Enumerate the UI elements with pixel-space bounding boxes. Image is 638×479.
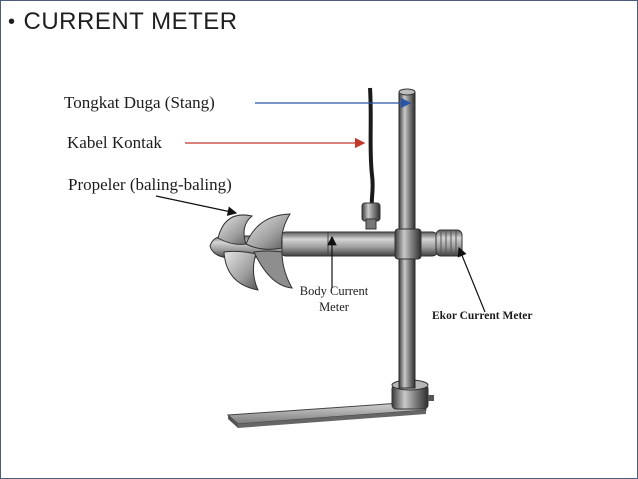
ekor-pointer	[457, 246, 486, 313]
contact-cable	[368, 87, 375, 206]
slide-title: • CURRENT METER	[8, 8, 238, 36]
propeler-pointer	[155, 195, 238, 216]
label-body-line1: Body Current	[299, 284, 369, 298]
label-ekor: Ekor Current Meter	[432, 310, 533, 322]
label-body-line2: Meter	[319, 300, 349, 314]
label-body: Body Current Meter	[289, 283, 379, 315]
title-text: CURRENT METER	[23, 8, 238, 35]
label-kabel: Kabel Kontak	[67, 133, 162, 152]
label-stang: Tongkat Duga (Stang)	[64, 93, 215, 112]
bullet-glyph: •	[8, 10, 16, 33]
base-plate	[226, 401, 428, 428]
meter-body	[279, 228, 439, 260]
propeller	[209, 213, 293, 291]
meter-tail	[435, 229, 463, 257]
label-propeler: Propeler (baling-baling)	[68, 175, 232, 194]
